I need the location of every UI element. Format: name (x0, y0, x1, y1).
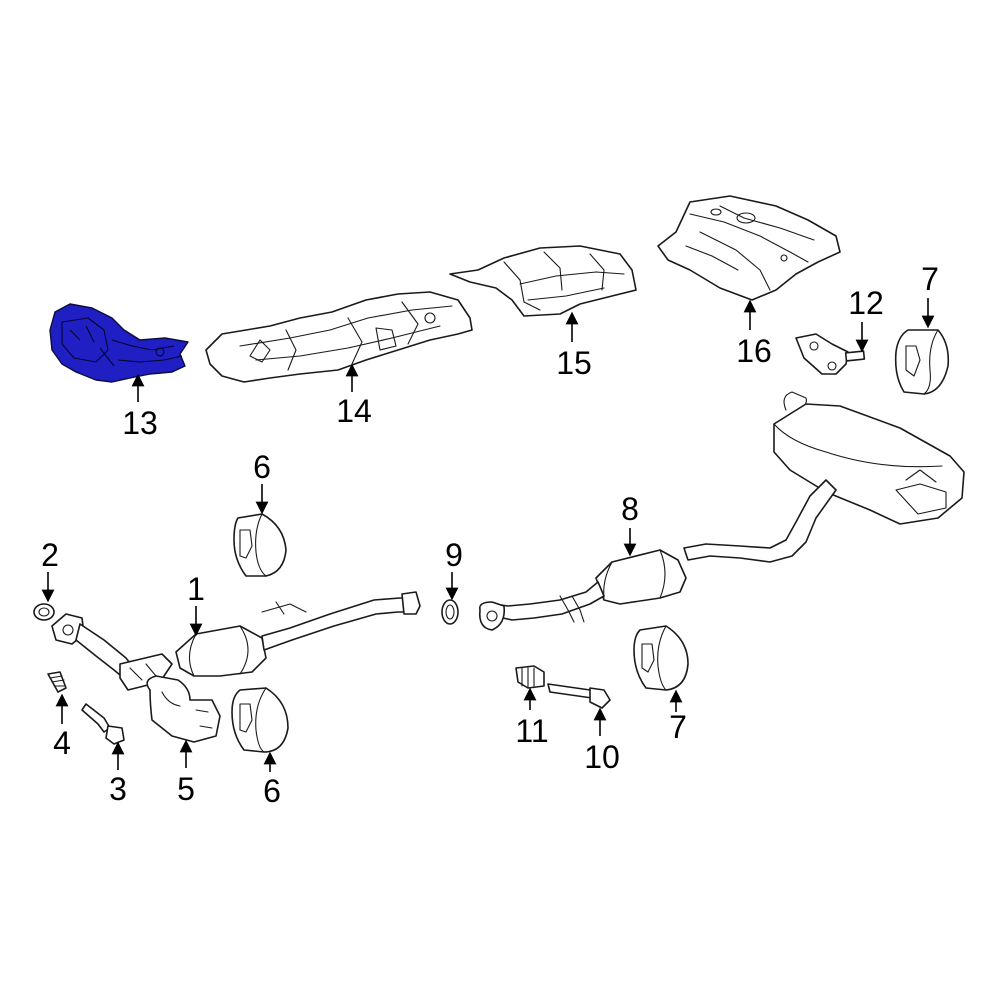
part-12-bracket[interactable] (795, 333, 866, 375)
part-1-front-exhaust-pipe[interactable] (51, 591, 421, 691)
part-14-heat-shield[interactable] (205, 291, 473, 383)
callout-15[interactable]: 15 (556, 345, 592, 381)
callout-4[interactable]: 4 (53, 725, 71, 761)
part-6-hanger-lower[interactable] (231, 687, 289, 753)
part-9-gasket[interactable] (441, 599, 459, 625)
part-4-stud[interactable] (47, 671, 67, 693)
part-11-stud[interactable] (515, 665, 545, 689)
callout-7-lower[interactable]: 7 (669, 709, 687, 745)
part-16-heat-shield[interactable] (657, 195, 841, 301)
callout-7-upper[interactable]: 7 (921, 261, 939, 297)
part-13-heat-shield[interactable] (49, 303, 189, 383)
callout-13[interactable]: 13 (122, 405, 158, 441)
callout-labels: 13 14 15 16 12 7 6 8 2 1 9 4 3 5 6 11 10… (41, 261, 939, 809)
callout-11[interactable]: 11 (515, 713, 548, 749)
callout-2[interactable]: 2 (41, 537, 59, 573)
part-7-hanger-lower[interactable] (633, 625, 689, 691)
callout-6-lower[interactable]: 6 (263, 773, 281, 809)
part-6-hanger-upper[interactable] (233, 513, 287, 577)
part-8-rear-exhaust-pipe[interactable] (478, 391, 965, 631)
callout-6-upper[interactable]: 6 (253, 449, 271, 485)
part-3-bolt[interactable] (81, 703, 125, 745)
callout-9[interactable]: 9 (445, 537, 463, 573)
part-15-heat-shield[interactable] (449, 245, 637, 317)
leader-lines (41, 298, 935, 772)
callout-8[interactable]: 8 (621, 491, 639, 527)
callout-12[interactable]: 12 (848, 285, 884, 321)
part-7-hanger-upper[interactable] (894, 329, 950, 395)
callout-16[interactable]: 16 (736, 333, 772, 369)
part-2-gasket[interactable] (33, 603, 55, 621)
callout-3[interactable]: 3 (109, 771, 127, 807)
callout-14[interactable]: 14 (336, 393, 372, 429)
part-10-bolt[interactable] (547, 683, 611, 709)
part-5-bracket[interactable] (146, 675, 221, 743)
callout-10[interactable]: 10 (584, 739, 620, 775)
callout-5[interactable]: 5 (177, 771, 195, 807)
callout-1[interactable]: 1 (187, 571, 205, 607)
